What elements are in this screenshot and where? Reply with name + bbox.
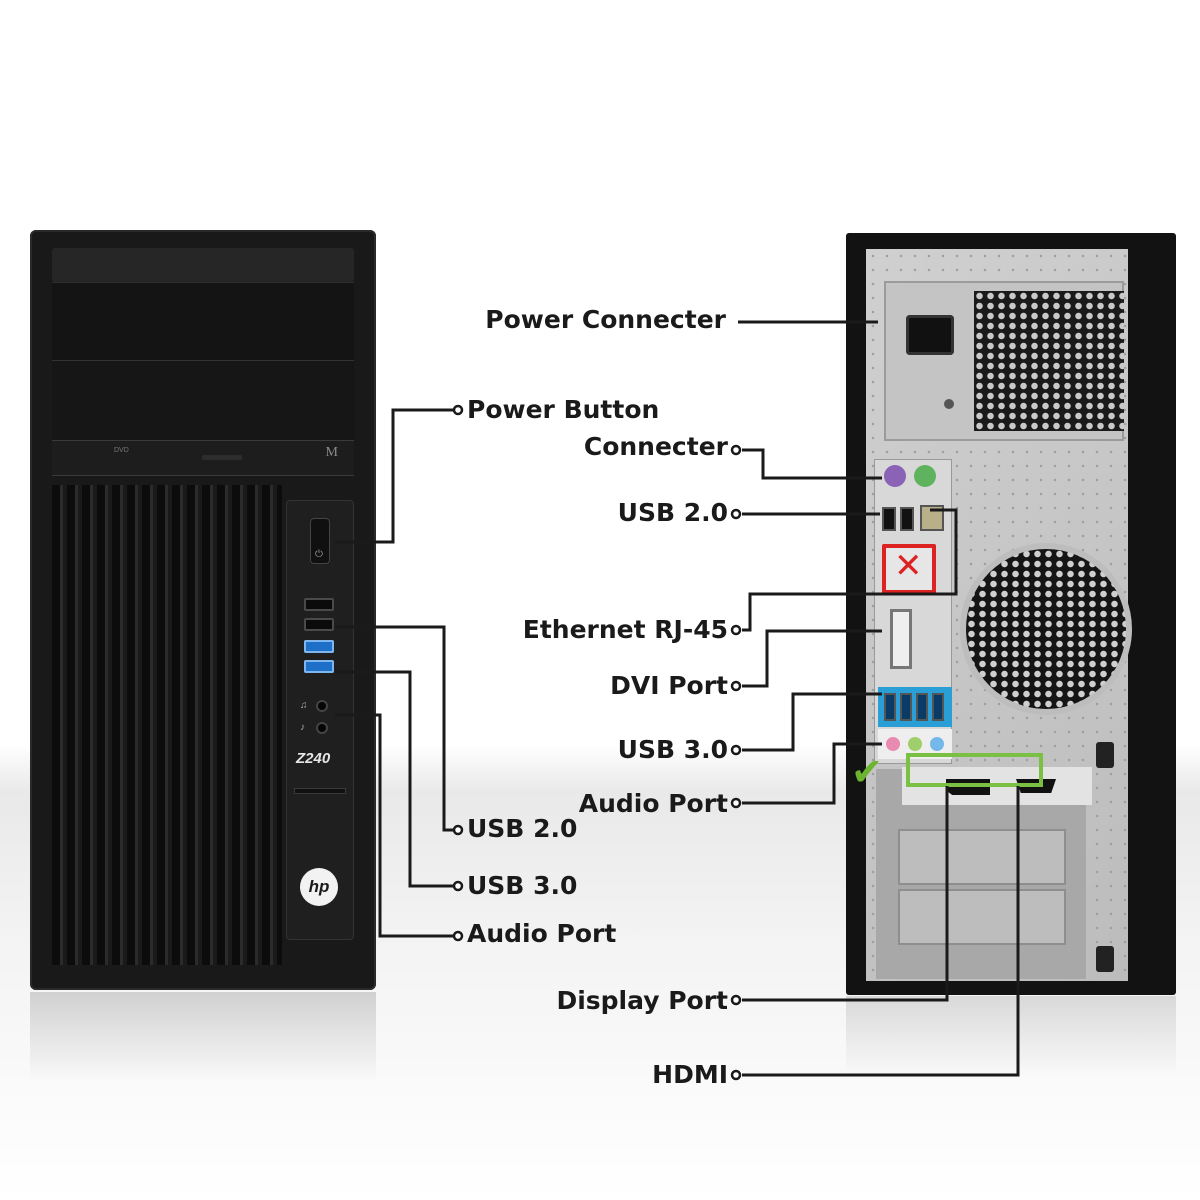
blocked-port-marker: ✕ [882,544,936,594]
power-socket [906,315,954,355]
label-display-port: Display Port [556,986,728,1015]
line-out-jack [908,737,922,751]
leader-line-display-port [742,786,949,1002]
rear-usb3-port [884,693,896,721]
leader-line-rear-usb3 [742,692,882,752]
dvi-port [890,609,912,669]
label-rear-audio: Audio Port [578,789,728,818]
label-hdmi: HDMI [652,1060,728,1089]
top-bay [52,248,354,282]
checkmark-icon: ✔ [851,752,883,794]
leader-line-connecter [742,448,882,480]
rear-usb3-port [916,693,928,721]
label-front-usb-2: USB 2.0 [467,814,578,843]
leader-dot [730,994,742,1006]
front-usb2-port [304,598,334,611]
front-usb3-port [304,640,334,653]
leader-dot [730,680,742,692]
recommended-ports-highlight [906,753,1043,787]
leader-dot [452,824,464,836]
label-power-button: Power Button [467,395,660,424]
leader-line-rear-audio [742,742,882,805]
label-connecter: Connecter [583,432,728,461]
eject-button [202,455,242,460]
leader-dot [730,508,742,520]
label-power-connecter: Power Connecter [485,305,726,334]
hp-logo: hp [300,868,338,906]
power-icon: ⏻ [315,549,323,560]
rear-usb3-port [900,693,912,721]
leader-dot [730,444,742,456]
headphone-jack [318,702,326,710]
rear-usb2-port [882,507,896,531]
label-front-usb-3: USB 3.0 [467,871,578,900]
label-rear-usb-3: USB 3.0 [617,735,728,764]
psu-screw [944,399,954,409]
tower-front: DVD M ⏻ ♫ ♪ Z240 hp [30,230,376,990]
rear-panel: ✕ [866,249,1128,981]
side-latch [1096,742,1114,768]
side-latch [1096,946,1114,972]
model-label: Z240 [296,750,331,767]
microphone-icon: ♪ [300,722,305,733]
label-ethernet: Ethernet RJ-45 [522,615,728,644]
optical-drive: DVD M [52,440,354,476]
back-reflection [846,996,1176,1076]
front-reflection [30,992,376,1082]
ps2-mouse-port [914,465,936,487]
microphone-jack [318,724,326,732]
leader-dot [452,404,464,416]
drive-bay-2 [52,360,354,441]
rear-usb2-port [900,507,914,531]
rear-usb3-port [932,693,944,721]
leader-line-dvi [742,629,882,688]
leader-line-ethernet [742,508,958,632]
leader-dot [730,744,742,756]
ps2-keyboard-port [884,465,906,487]
leader-dot [452,880,464,892]
label-rear-usb-2: USB 2.0 [617,498,728,527]
leader-line-hdmi [742,786,1020,1077]
headphone-icon: ♫ [300,700,308,711]
pci-slot-cover [898,829,1066,885]
front-usb3-port [304,660,334,673]
line-in-jack [930,737,944,751]
power-button: ⏻ [310,518,330,564]
pci-slot-cover [898,889,1066,945]
label-dvi-port: DVI Port [610,671,728,700]
rear-usb3-ports [878,687,952,727]
psu-fan-grille [974,291,1124,431]
optical-drive-mark: M [325,445,338,460]
front-io-panel: ⏻ ♫ ♪ Z240 hp [286,500,354,940]
card-slot [294,788,346,794]
leader-line-front-audio [335,713,456,938]
leader-dot [730,1069,742,1081]
label-front-audio: Audio Port [467,919,617,948]
dvd-logo: DVD [114,447,129,454]
power-supply [884,281,1124,441]
cross-icon: ✕ [894,547,923,585]
drive-bay-1 [52,282,354,361]
case-fan-grille [966,549,1126,709]
front-vents [52,485,282,965]
tower-back: ✕ [846,233,1176,995]
leader-dot [730,797,742,809]
mic-in-jack [886,737,900,751]
leader-line-front-usb2 [335,625,456,832]
front-usb2-port [304,618,334,631]
leader-line-power-button [335,408,456,544]
leader-dot [730,624,742,636]
leader-line-front-usb3 [335,670,456,888]
leader-dot [452,930,464,942]
